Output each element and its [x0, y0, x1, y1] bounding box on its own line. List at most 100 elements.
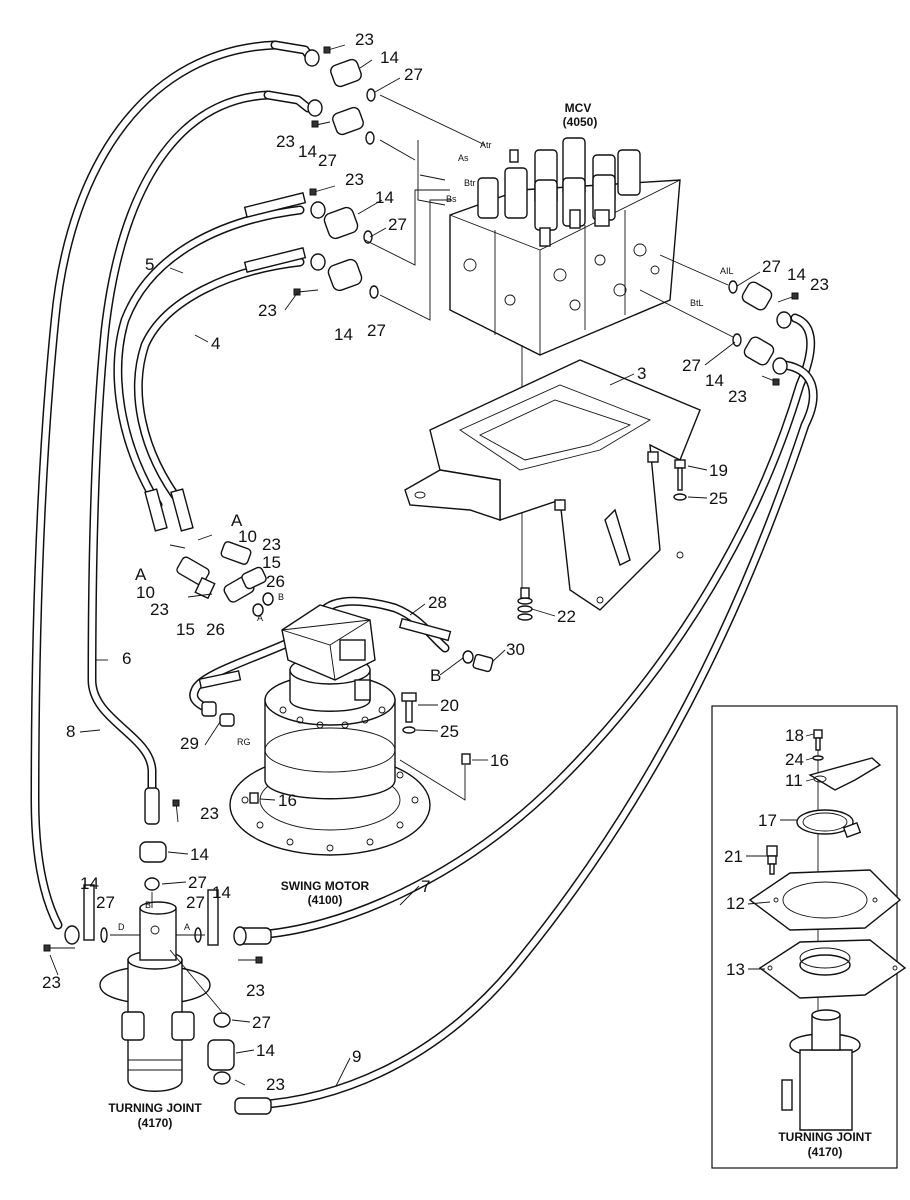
flange-clamps	[83, 58, 775, 1071]
callout: 14	[80, 874, 99, 893]
callout: 23	[258, 301, 277, 320]
callout: 23	[266, 1075, 285, 1094]
callout-numbers: 23 14 27 23 14 27 23 14 27 5 23 14 27 4 …	[42, 30, 829, 1094]
callout: 19	[709, 461, 728, 480]
swing-motor-title: SWING MOTOR	[281, 879, 370, 893]
port-motor-a: A	[257, 613, 263, 623]
callout: B	[430, 666, 441, 685]
callout: 14	[298, 142, 317, 161]
bracket-fasteners	[517, 459, 687, 621]
callout: 25	[709, 489, 728, 508]
callout: 27	[762, 257, 781, 276]
mcv-leaders	[364, 94, 734, 595]
callout: 23	[200, 804, 219, 823]
callout: 3	[637, 364, 646, 383]
callout: 16	[490, 751, 509, 770]
callout: A	[231, 511, 243, 530]
callout-leaders	[49, 59, 815, 1087]
callout: 17	[758, 811, 777, 830]
port-ail: AIL	[720, 266, 734, 276]
callout: 24	[785, 750, 804, 769]
port-tj-b: B	[145, 900, 151, 910]
callout: 27	[682, 356, 701, 375]
callout: 16	[278, 791, 297, 810]
port-tj-a: A	[184, 922, 190, 932]
mcv-code: (4050)	[563, 115, 598, 129]
callout: 22	[557, 607, 576, 626]
callout: 10	[238, 527, 257, 546]
port-btl: BtL	[690, 298, 704, 308]
callout: 23	[355, 30, 374, 49]
hose-fittings	[64, 40, 792, 1115]
callout: 25	[440, 722, 459, 741]
callout: 27	[367, 321, 386, 340]
callout: 14	[190, 845, 209, 864]
turning-joint	[99, 892, 223, 1092]
callout: 9	[352, 1047, 361, 1066]
callout: 15	[262, 553, 281, 572]
callout: A	[135, 565, 147, 584]
callout: 23	[246, 981, 265, 1000]
callout: 27	[388, 215, 407, 234]
port-btr: Btr	[464, 178, 476, 188]
callout: 4	[211, 334, 220, 353]
callout: 5	[145, 255, 154, 274]
callout: 23	[345, 170, 364, 189]
port-rg: RG	[237, 737, 251, 747]
port-tj-d: D	[118, 922, 125, 932]
motor-port-fittings	[169, 534, 267, 603]
mcv-valve	[449, 137, 681, 356]
callout: 8	[66, 722, 75, 741]
callout: 14	[705, 371, 724, 390]
callout: 14	[380, 48, 399, 67]
port-as: As	[458, 153, 469, 163]
turning-joint-title: TURNING JOINT	[108, 1101, 202, 1115]
callout: 14	[375, 188, 394, 207]
callout: 10	[136, 583, 155, 602]
callout: 18	[785, 726, 804, 745]
callout: 27	[96, 893, 115, 912]
callout: 23	[728, 387, 747, 406]
callout: 23	[150, 600, 169, 619]
callout: 29	[180, 734, 199, 753]
callout: 27	[318, 151, 337, 170]
callout: 21	[724, 847, 743, 866]
callout: 14	[787, 265, 806, 284]
port-bs: Bs	[446, 194, 457, 204]
swing-motor	[201, 604, 494, 856]
callout: 14	[256, 1041, 275, 1060]
callout: 7	[421, 877, 430, 896]
hose-4	[133, 257, 305, 510]
component-titles: MCV (4050) SWING MOTOR (4100) TURNING JO…	[108, 101, 872, 1159]
callout: 13	[726, 960, 745, 979]
bolts	[43, 44, 799, 1086]
turning-joint-code: (4170)	[138, 1116, 173, 1130]
mcv-title: MCV	[565, 101, 592, 115]
callout: 23	[276, 132, 295, 151]
callout: 27	[188, 873, 207, 892]
callout: 6	[122, 649, 131, 668]
callout: 20	[440, 696, 459, 715]
callout: 23	[810, 275, 829, 294]
callout: 28	[428, 593, 447, 612]
callout: 23	[262, 535, 281, 554]
callout: 11	[785, 771, 803, 790]
hose-6	[87, 90, 273, 805]
port-motor-b: B	[278, 592, 284, 602]
callout: 26	[206, 620, 225, 639]
port-labels: Atr As Btr Bs AIL BtL B A RG B D A	[118, 140, 734, 932]
callout: 26	[266, 572, 285, 591]
callout: 27	[252, 1013, 271, 1032]
callout: 23	[42, 973, 61, 992]
callout: 27	[404, 65, 423, 84]
turning-joint-detail-code: (4170)	[808, 1145, 843, 1159]
callout: 27	[186, 893, 205, 912]
turning-joint-detail-title: TURNING JOINT	[778, 1130, 872, 1144]
callout: 15	[176, 620, 195, 639]
callout: 12	[726, 894, 745, 913]
detail-inset	[711, 705, 907, 1169]
callout: 30	[506, 640, 525, 659]
mounting-bracket	[404, 359, 701, 611]
port-atr: Atr	[480, 140, 492, 150]
